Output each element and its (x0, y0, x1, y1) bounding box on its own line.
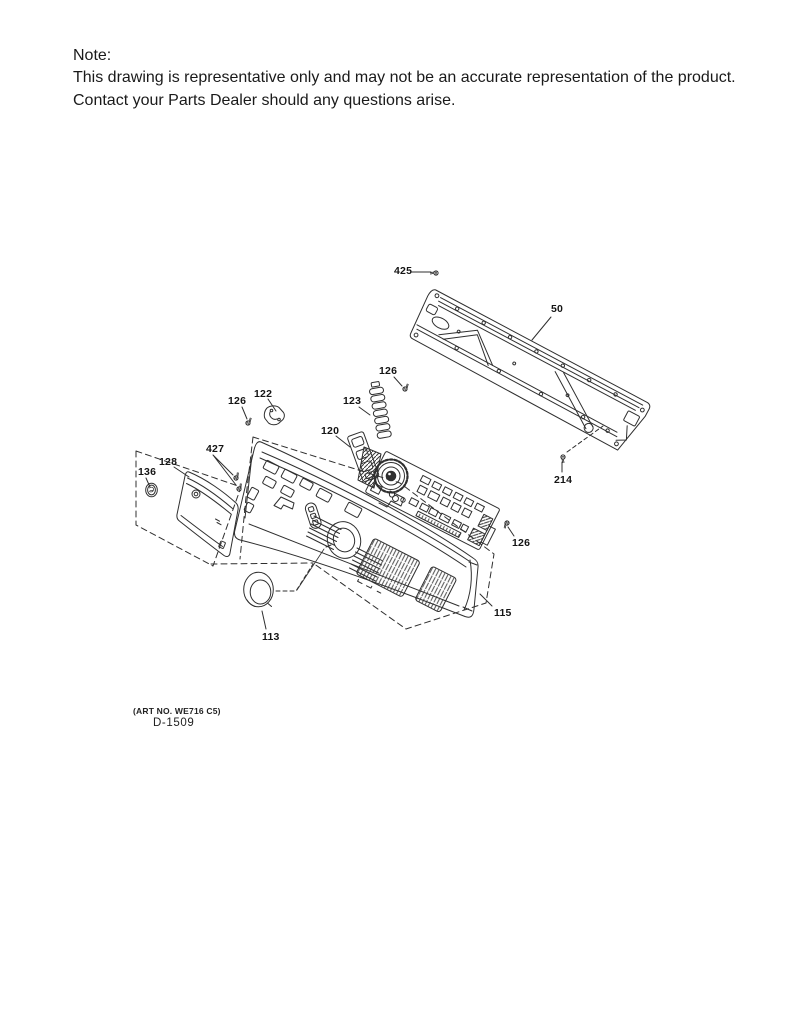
display-window-1 (356, 538, 420, 597)
screw-126-left (244, 416, 254, 427)
knob-opening (326, 521, 362, 559)
leader-122 (267, 398, 277, 412)
screw-214 (560, 454, 566, 464)
display-window-2 (415, 566, 457, 613)
leader-50 (531, 316, 552, 341)
knob-alignment-line (296, 548, 325, 591)
part-136-brand-badge (145, 482, 158, 498)
footer-drawing-no: D-1509 (153, 717, 195, 729)
leader-126-board (507, 526, 515, 537)
part-128-fascia (176, 471, 239, 558)
callout-120: 120 (321, 425, 340, 437)
bracket-screw-holes (413, 293, 645, 447)
leader-128 (173, 466, 190, 478)
dash-connector-214 (566, 425, 604, 453)
dashed-outline-boxes (135, 436, 495, 630)
screw-427-a (232, 471, 241, 482)
callout-427: 427 (206, 443, 225, 455)
part-122-clip (263, 405, 285, 426)
part-123-keypad (369, 381, 392, 439)
callout-113: 113 (262, 631, 280, 643)
callout-126-board: 126 (512, 537, 531, 549)
leader-113 (261, 610, 267, 630)
screw-126-top (401, 382, 411, 393)
panel-pill-button (304, 502, 322, 529)
callout-136: 136 (138, 466, 157, 478)
leader-427 (212, 454, 237, 486)
footer-art-no: (ART NO. WE716 C5) (133, 706, 221, 716)
callout-123: 123 (343, 395, 362, 407)
part-115-control-panel (233, 441, 479, 618)
leader-lines (145, 271, 563, 630)
callout-128: 128 (159, 456, 178, 468)
note-line-1: This drawing is representative only and … (73, 69, 736, 87)
leader-120 (335, 435, 351, 448)
dashed-outline-panel (210, 436, 495, 630)
screw-425 (429, 270, 439, 276)
screw-427-b (235, 482, 244, 493)
control-board (365, 451, 500, 550)
callout-115: 115 (494, 607, 512, 619)
callout-126-top: 126 (379, 365, 398, 377)
panel-vent-slats-left (306, 515, 342, 550)
dashed-outline-fascia (135, 450, 242, 567)
leader-136 (145, 477, 151, 488)
disclaimer-note: Note: This drawing is representative onl… (73, 45, 736, 112)
leader-126-left (241, 406, 248, 420)
rotary-encoder (373, 458, 409, 503)
callout-122: 122 (254, 388, 273, 400)
part-113-knob-ring (243, 571, 274, 608)
note-line-2: Contact your Parts Dealer should any que… (73, 91, 456, 109)
leader-115 (479, 593, 493, 607)
panel-top-cutouts (243, 460, 405, 518)
callout-50: 50 (551, 303, 564, 315)
part-50-rear-bracket (409, 289, 651, 451)
callout-126-left: 126 (228, 395, 247, 407)
note-title: Note: (73, 47, 112, 64)
leader-123 (358, 406, 371, 416)
callout-425: 425 (394, 265, 413, 277)
leader-126-top (393, 376, 403, 387)
dash-connector-knob (275, 563, 314, 592)
callout-214: 214 (554, 474, 573, 486)
